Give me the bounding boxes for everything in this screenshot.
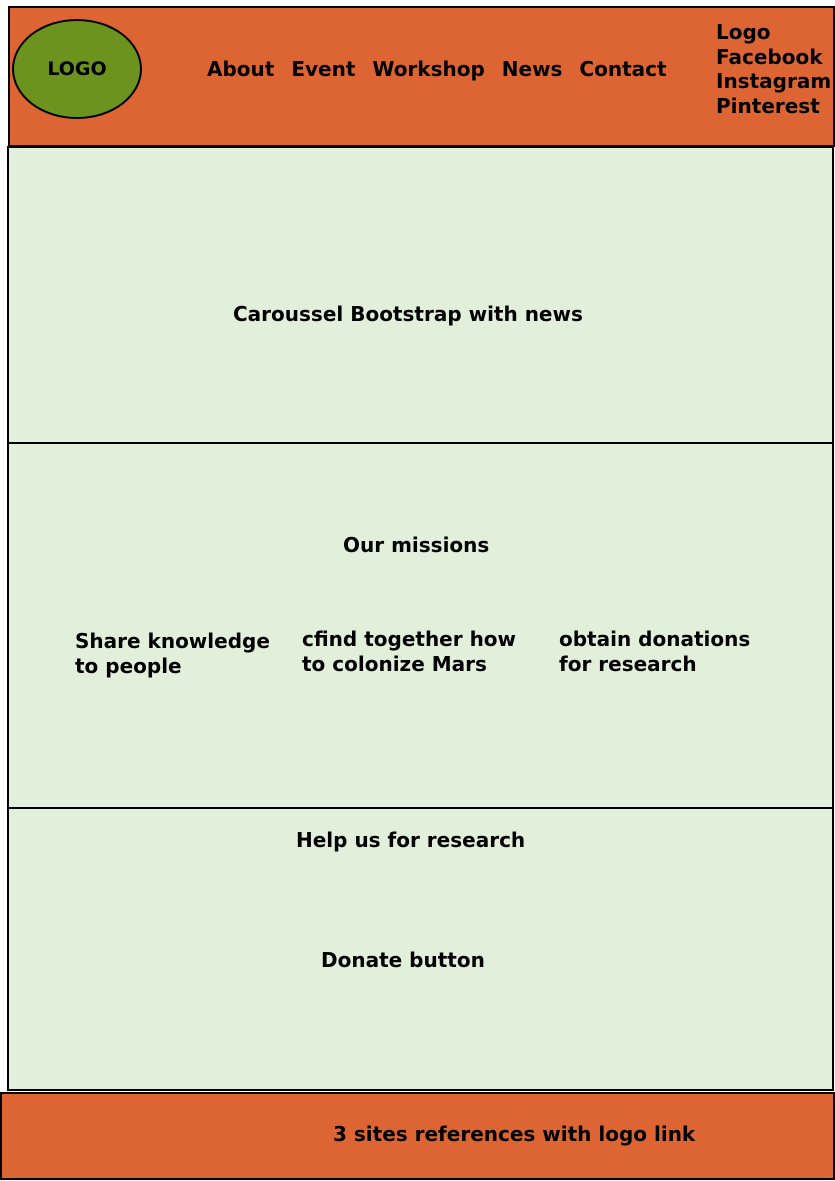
header: LOGO About Event Workshop News Contact L… <box>8 6 835 147</box>
nav-item-about[interactable]: About <box>207 57 275 81</box>
mission-item-line: to people <box>75 654 182 678</box>
footer-references[interactable]: 3 sites references with logo link <box>333 1122 696 1146</box>
social-link-pinterest[interactable]: Pinterest <box>716 93 820 118</box>
nav-item-event[interactable]: Event <box>291 57 356 81</box>
mission-item-line: to colonize Mars <box>302 652 487 676</box>
donate-button[interactable]: Donate button <box>321 948 485 972</box>
missions-section: Our missions Share knowledge to people c… <box>7 442 834 810</box>
mission-item-donations: obtain donations for research <box>559 627 750 677</box>
mission-item-line: for research <box>559 652 697 676</box>
logo-label: LOGO <box>47 58 107 80</box>
carousel-label: Caroussel Bootstrap with news <box>233 302 583 326</box>
social-link-logo[interactable]: Logo <box>716 20 771 44</box>
nav-item-news[interactable]: News <box>501 57 563 81</box>
footer: 3 sites references with logo link <box>0 1092 835 1180</box>
social-link-facebook[interactable]: Facebook <box>716 44 823 69</box>
mission-item-mars: cfind together how to colonize Mars <box>302 627 516 677</box>
social-links: Logo Facebook Instagram Pinterest <box>716 20 831 118</box>
mission-item-share: Share knowledge to people <box>75 629 270 679</box>
carousel-section[interactable]: Caroussel Bootstrap with news <box>7 146 834 444</box>
nav-item-workshop[interactable]: Workshop <box>372 57 485 81</box>
logo[interactable]: LOGO <box>12 19 142 119</box>
mission-item-line: cfind together how <box>302 627 517 651</box>
help-title: Help us for research <box>296 828 526 852</box>
mission-item-line: obtain donations <box>559 627 751 651</box>
nav-item-contact[interactable]: Contact <box>579 57 667 81</box>
help-section: Help us for research Donate button <box>7 807 834 1091</box>
nav-menu: About Event Workshop News Contact <box>207 57 677 81</box>
mission-item-line: Share knowledge <box>75 629 270 653</box>
social-link-instagram[interactable]: Instagram <box>716 69 832 93</box>
missions-title: Our missions <box>343 533 490 557</box>
